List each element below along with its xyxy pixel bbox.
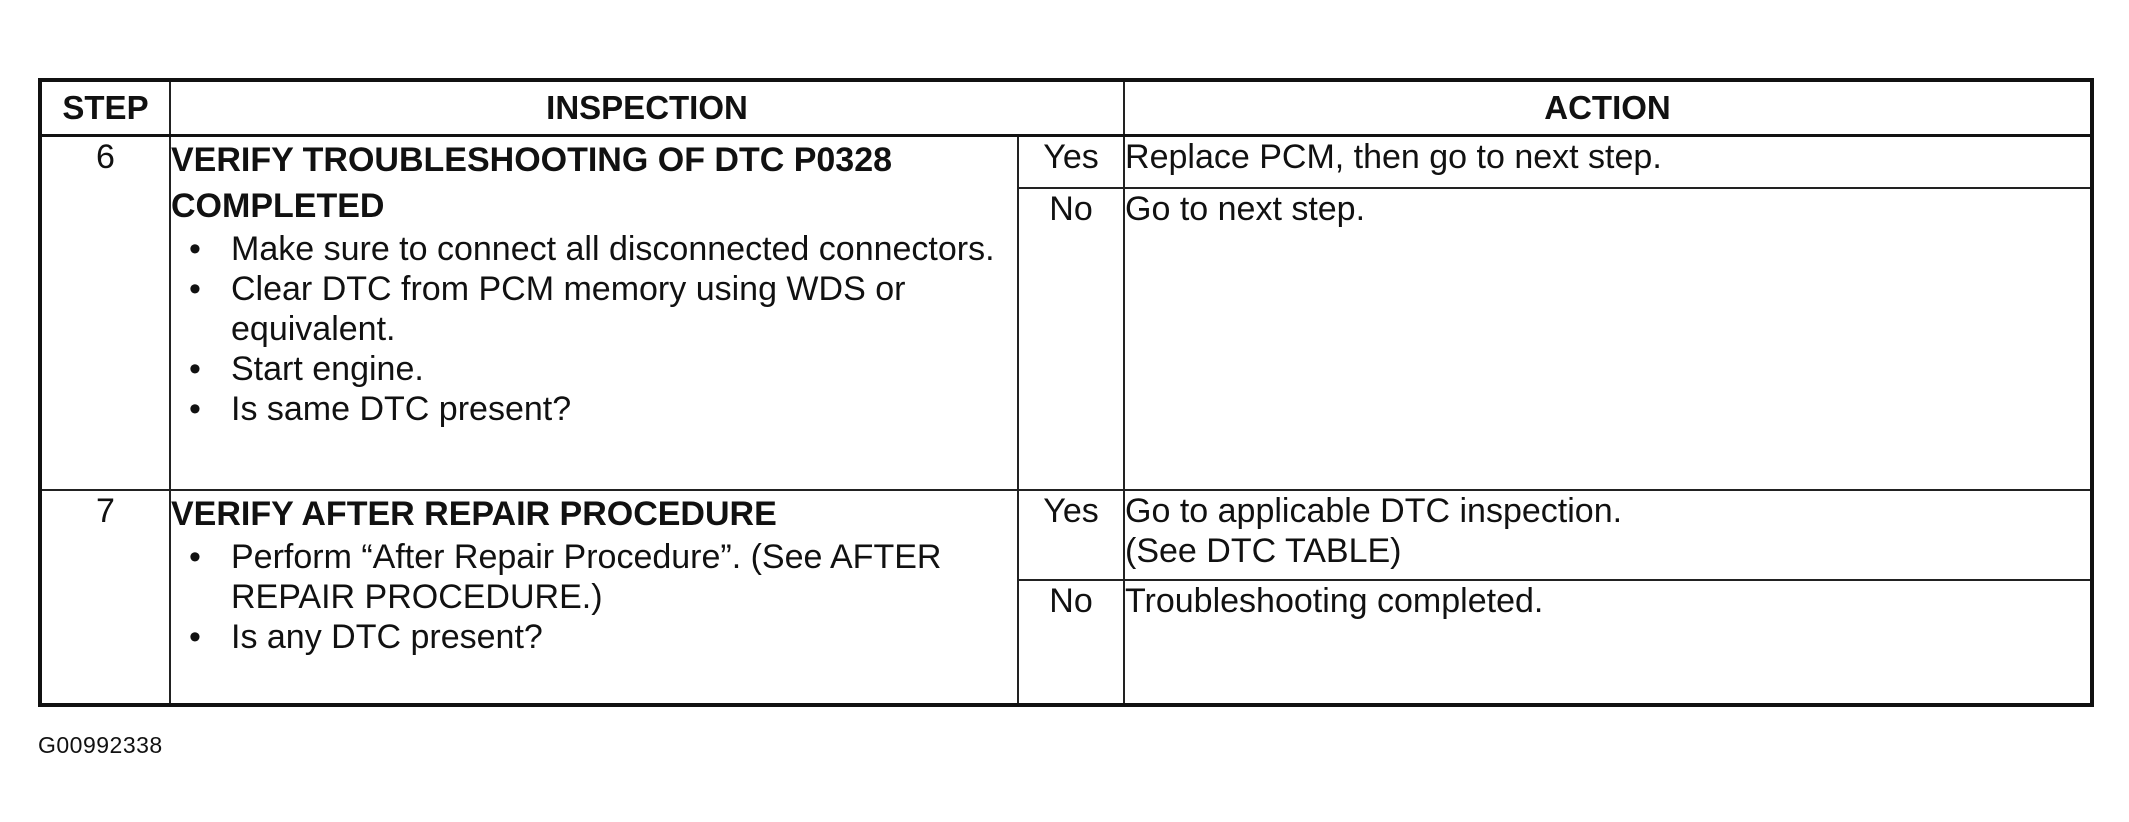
table-row: 7 VERIFY AFTER REPAIR PROCEDURE Perform … — [39, 489, 2094, 706]
header-inspection: INSPECTION — [168, 79, 1126, 137]
list-item: Clear DTC from PCM memory using WDS or e… — [189, 269, 1017, 349]
action-text: Troubleshooting completed. — [1125, 582, 1544, 620]
list-item: Start engine. — [189, 349, 1017, 389]
action-text: Go to applicable DTC inspection. — [1125, 492, 1623, 530]
inspection-title: VERIFY TROUBLESHOOTING OF DTC P0328 COMP… — [171, 141, 893, 225]
no-action: Troubleshooting completed. — [1123, 579, 2094, 706]
step-number: 7 — [39, 489, 171, 706]
inspection-title: VERIFY AFTER REPAIR PROCEDURE — [171, 495, 777, 533]
action-text: Go to next step. — [1125, 190, 1366, 228]
step-number: 6 — [39, 134, 171, 491]
no-label: No — [1016, 579, 1126, 706]
no-label: No — [1016, 187, 1126, 491]
list-item: Perform “After Repair Procedure”. (See A… — [189, 537, 1017, 617]
table-row: No Troubleshooting completed. — [40, 579, 2094, 706]
yes-label: Yes — [1016, 134, 1126, 189]
yes-action: Go to applicable DTC inspection. (See DT… — [1123, 489, 2094, 581]
action-text: (See DTC TABLE) — [1125, 532, 1402, 570]
header-action: ACTION — [1123, 79, 2094, 137]
diagnostic-table: STEP INSPECTION ACTION 6 VERIFY TROUBLES… — [38, 78, 2095, 707]
list-item: Is same DTC present? — [189, 389, 1017, 429]
list-item: Is any DTC present? — [189, 617, 1017, 657]
inspection-bullets: Make sure to connect all disconnected co… — [171, 229, 1017, 429]
figure-id: G00992338 — [38, 732, 163, 758]
header-step: STEP — [39, 79, 171, 137]
action-text: Replace PCM, then go to next step. — [1125, 138, 1662, 176]
list-item: Make sure to connect all disconnected co… — [189, 229, 1017, 269]
yes-label: Yes — [1016, 489, 1126, 581]
table-row: No Go to next step. — [40, 187, 2094, 491]
inspection-cell: VERIFY AFTER REPAIR PROCEDURE Perform “A… — [169, 489, 1019, 706]
no-action: Go to next step. — [1123, 187, 2094, 491]
table-header-row: STEP INSPECTION ACTION — [39, 79, 2094, 137]
yes-action: Replace PCM, then go to next step. — [1123, 134, 2094, 189]
table-row: 6 VERIFY TROUBLESHOOTING OF DTC P0328 CO… — [39, 134, 2094, 491]
inspection-cell: VERIFY TROUBLESHOOTING OF DTC P0328 COMP… — [169, 134, 1019, 491]
inspection-bullets: Perform “After Repair Procedure”. (See A… — [171, 537, 1017, 657]
